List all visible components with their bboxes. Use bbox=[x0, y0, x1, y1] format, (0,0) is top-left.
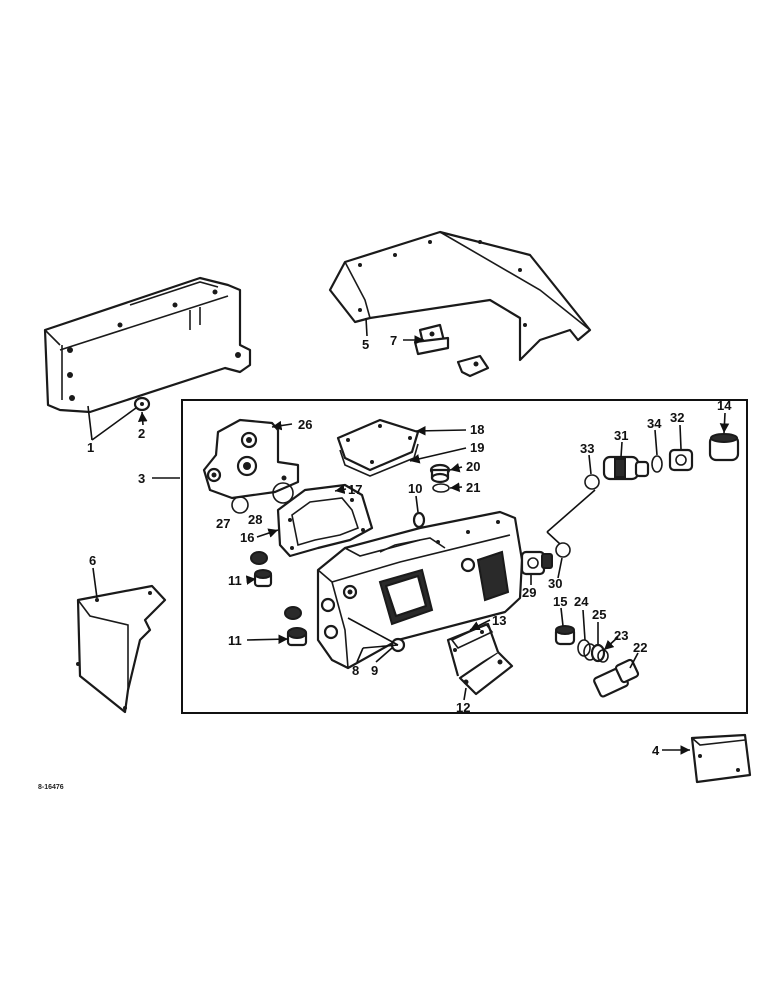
pin-part-10 bbox=[412, 511, 426, 529]
fitting-part-29 bbox=[520, 550, 553, 576]
callout-12: 12 bbox=[456, 700, 470, 715]
spool-part-22 bbox=[593, 658, 640, 698]
assembly-frame bbox=[181, 399, 748, 714]
callout-24: 24 bbox=[574, 594, 589, 609]
callout-13: 13 bbox=[492, 613, 506, 628]
bracket-clip bbox=[456, 354, 490, 378]
o-ring-part-27 bbox=[231, 496, 249, 514]
callout-21: 21 bbox=[466, 480, 480, 495]
cover-part-18 bbox=[336, 418, 420, 472]
cap-part-14 bbox=[708, 433, 740, 462]
gasket-part-19 bbox=[339, 443, 419, 477]
seal-part-23 bbox=[597, 649, 609, 663]
callout-16: 16 bbox=[240, 530, 254, 545]
callout-2: 2 bbox=[138, 426, 145, 441]
callout-17: 17 bbox=[348, 482, 362, 497]
washer-part-21 bbox=[432, 483, 450, 493]
callout-5: 5 bbox=[362, 337, 369, 352]
callout-9: 9 bbox=[371, 663, 378, 678]
callout-28: 28 bbox=[248, 512, 262, 527]
callout-4: 4 bbox=[652, 743, 660, 758]
callout-19: 19 bbox=[470, 440, 484, 455]
plate-part-4 bbox=[690, 733, 752, 784]
cover-part-12 bbox=[446, 622, 514, 696]
callout-15: 15 bbox=[553, 594, 567, 609]
callout-11b: 11 bbox=[228, 633, 242, 648]
o-ring-part-34 bbox=[651, 455, 663, 473]
housing-cover-part-1 bbox=[43, 276, 252, 414]
gasket-part-16 bbox=[276, 483, 374, 558]
plug-part-11-lower bbox=[284, 606, 308, 647]
plug-part-20 bbox=[429, 463, 451, 484]
plug-part-15 bbox=[554, 625, 576, 646]
callout-30: 30 bbox=[548, 576, 562, 591]
callout-33: 33 bbox=[580, 441, 594, 456]
callout-23: 23 bbox=[614, 628, 628, 643]
callout-25: 25 bbox=[592, 607, 606, 622]
callout-18: 18 bbox=[470, 422, 484, 437]
nut-part-2 bbox=[133, 396, 151, 412]
callout-26: 26 bbox=[298, 417, 312, 432]
callouts: 1 2 3 4 5 6 7 8 9 10 11 11 12 13 14 15 1… bbox=[87, 333, 732, 758]
shield-plate-part-5 bbox=[328, 230, 592, 362]
plug-part-11-upper bbox=[250, 551, 273, 588]
callout-1: 1 bbox=[87, 440, 94, 455]
sleeve-part-32 bbox=[668, 448, 694, 472]
callout-31: 31 bbox=[614, 428, 628, 443]
o-ring-part-33 bbox=[584, 474, 600, 490]
plate-part-6 bbox=[76, 584, 167, 714]
callout-32: 32 bbox=[670, 410, 684, 425]
callout-3: 3 bbox=[138, 471, 145, 486]
callout-11a: 11 bbox=[228, 573, 242, 588]
callout-20: 20 bbox=[466, 459, 480, 474]
callout-27: 27 bbox=[216, 516, 230, 531]
callout-34: 34 bbox=[647, 416, 662, 431]
callout-14: 14 bbox=[717, 398, 732, 413]
callout-29: 29 bbox=[522, 585, 536, 600]
valve-part-31 bbox=[602, 455, 650, 481]
callout-10: 10 bbox=[408, 481, 422, 496]
o-ring-part-30 bbox=[555, 542, 571, 558]
o-ring-part-28 bbox=[272, 482, 294, 504]
callout-8: 8 bbox=[352, 663, 359, 678]
cover-plate-part-26 bbox=[202, 418, 300, 500]
leader-lines bbox=[87, 317, 730, 755]
callout-22: 22 bbox=[633, 640, 647, 655]
callout-6: 6 bbox=[89, 553, 96, 568]
drawing-reference-number: 8-16476 bbox=[38, 784, 64, 791]
callout-7: 7 bbox=[390, 333, 397, 348]
